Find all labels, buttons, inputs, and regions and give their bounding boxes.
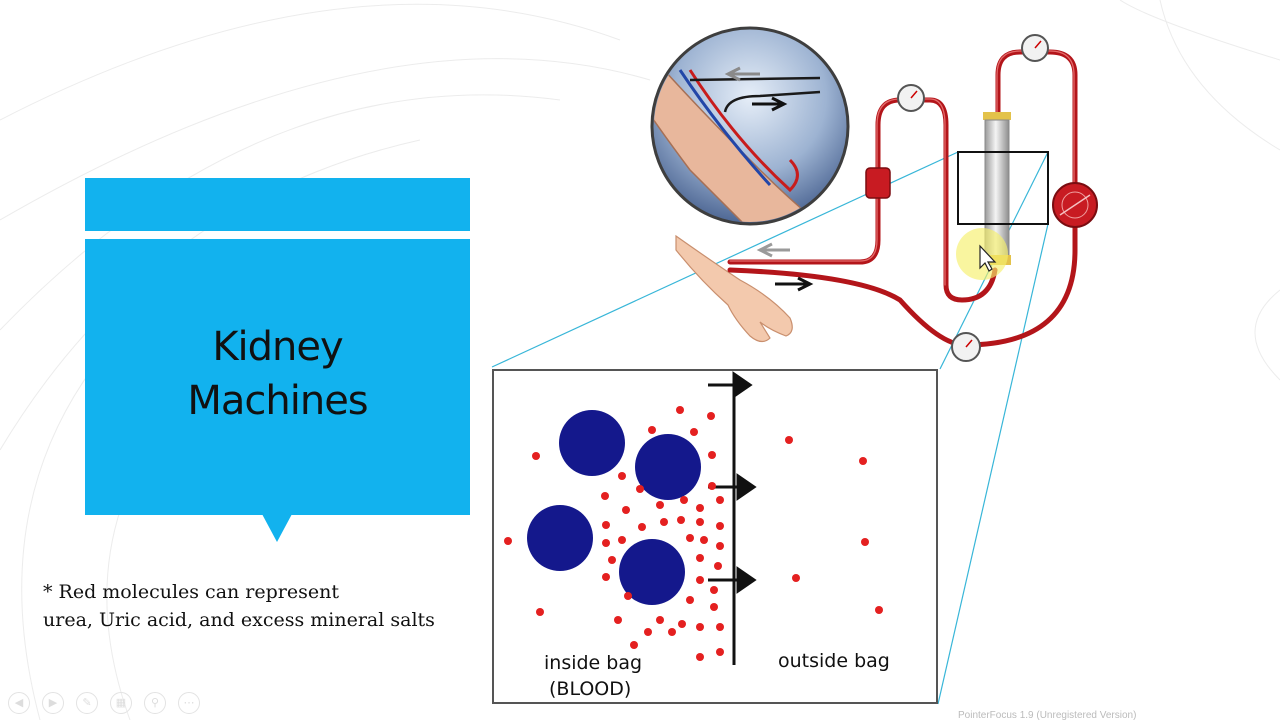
slide-title: Kidney Machines xyxy=(85,320,470,428)
label-outside-bag: outside bag xyxy=(778,650,890,672)
pressure-gauge-icon xyxy=(1021,34,1049,62)
slides-icon[interactable]: ▦ xyxy=(110,692,132,714)
large-molecule xyxy=(559,410,625,476)
label-blood: (BLOOD) xyxy=(549,678,632,700)
forward-icon[interactable]: ▶ xyxy=(42,692,64,714)
outflow-arrow-icon xyxy=(775,276,814,292)
footnote-line-1: * Red molecules can represent xyxy=(43,581,339,603)
dialyzer-zoom-box xyxy=(957,151,1049,225)
status-bar-text: PointerFocus 1.9 (Unregistered Version) xyxy=(958,710,1137,721)
blood-pump-icon xyxy=(1052,182,1098,228)
pressure-gauge-icon xyxy=(897,84,925,112)
zoom-icon[interactable]: ⚲ xyxy=(144,692,166,714)
more-icon[interactable]: ⋯ xyxy=(178,692,200,714)
large-molecule xyxy=(635,434,701,500)
pressure-gauge-icon xyxy=(951,332,981,362)
large-molecule xyxy=(527,505,593,571)
mouse-cursor-icon xyxy=(979,244,997,272)
callout-line-bottom xyxy=(937,223,1049,705)
return-arrow-icon xyxy=(756,242,790,258)
title-strip xyxy=(85,178,470,231)
drip-chamber-icon xyxy=(865,167,891,199)
title-line-2: Machines xyxy=(187,378,368,424)
label-inside-bag: inside bag xyxy=(544,652,643,674)
title-line-1: Kidney xyxy=(212,324,343,370)
large-molecule xyxy=(619,539,685,605)
footnote-line-2: urea, Uric acid, and excess mineral salt… xyxy=(43,609,435,631)
patient-hand xyxy=(675,234,793,343)
footnote: * Red molecules can represent urea, Uric… xyxy=(43,578,435,634)
slideshow-controls: ◀ ▶ ✎ ▦ ⚲ ⋯ xyxy=(8,692,212,714)
small-molecules xyxy=(504,406,883,661)
arm-inset-circle xyxy=(650,26,850,226)
pen-icon[interactable]: ✎ xyxy=(76,692,98,714)
title-box xyxy=(85,239,470,515)
back-icon[interactable]: ◀ xyxy=(8,692,30,714)
title-box-pointer xyxy=(262,514,292,542)
